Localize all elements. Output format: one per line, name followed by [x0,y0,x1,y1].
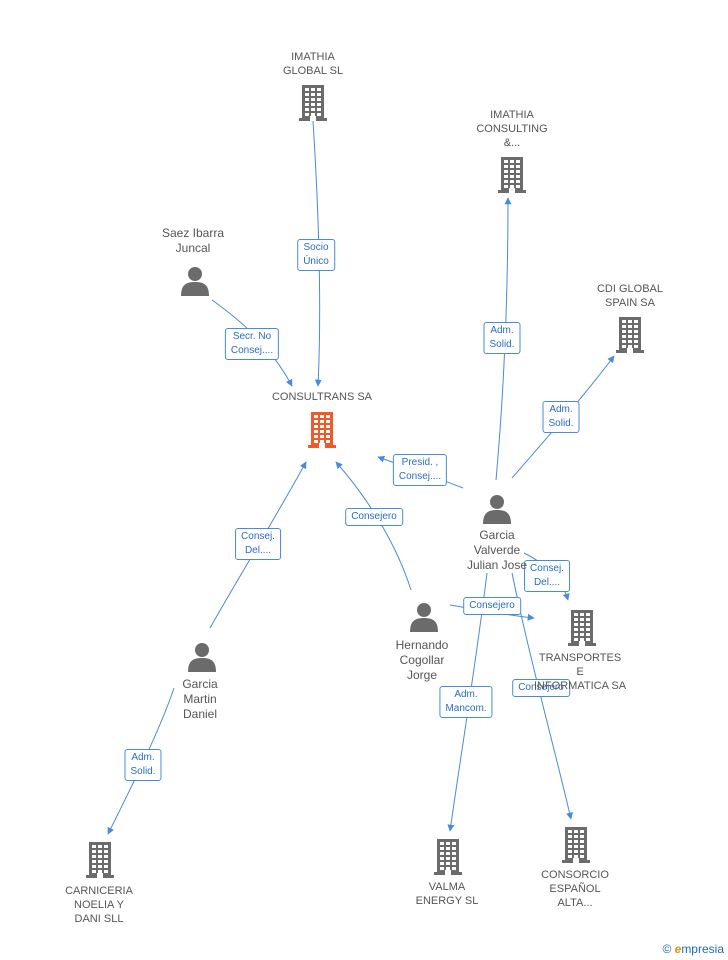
node-label-line: NOELIA Y [74,899,124,911]
building-icon[interactable] [616,317,644,353]
node-label-imathia_global[interactable]: IMATHIA GLOBAL SL [283,50,343,78]
brand-name: mpresia [681,942,724,956]
node-label-line: Garcia [182,677,218,691]
node-label-imathia_consulting[interactable]: IMATHIA CONSULTING &... [476,108,547,150]
edge-label-line: Consej. [241,531,275,542]
node-label-line: Daniel [182,707,218,721]
edge-label-line: Consejero [469,600,515,611]
node-label-line: Julian Jose [466,558,528,572]
node-label-transportes[interactable]: TRANSPORTES E INFORMATICA SA [534,651,626,693]
edge-label-line: Consejero [351,511,397,522]
edge-label-line: Presid. , [401,457,439,468]
edge-label-saez-to-consultrans[interactable]: Secr. No Consej.... [224,328,280,360]
person-icon[interactable] [188,643,216,672]
edge-label-line: Consej. [530,563,564,574]
node-label-line: TRANSPORTES [538,652,622,664]
edge-label-line: Solid. [548,418,574,429]
node-label-line: E [576,666,584,678]
edge-label-line: Adm. [549,404,573,415]
node-label-line: Valverde [473,543,521,557]
edge-label-line: Consej.... [398,471,442,482]
node-label-carniceria[interactable]: CARNICERIA NOELIA Y DANI SLL [65,884,133,926]
edge-label-garcia_valverde-to-imathia_consulting[interactable]: Adm. Solid. [483,322,521,354]
edge-label-line: Socio [303,242,329,253]
building-icon[interactable] [86,842,114,878]
empresia-logo[interactable]: © empresia [662,942,724,956]
edge-label-hernando-to-transportes[interactable]: Consejero [463,597,521,615]
edge-label-line: Consejero [518,682,564,693]
building-icon[interactable] [562,827,590,863]
node-label-consorcio[interactable]: CONSORCIO ESPAÑOL ALTA... [541,868,609,910]
node-label-line: GLOBAL SL [282,65,344,77]
node-label-line: Hernando [395,638,449,652]
edge-label-garcia_valverde-to-valma[interactable]: Adm. Mancom. [439,686,493,718]
building-icon[interactable] [308,412,336,448]
node-label-line: CONSULTING [476,123,548,135]
edge-label-line: Solid. [489,339,515,350]
edge-label-line: Único [303,256,329,267]
edge-label-hernando-to-consultrans[interactable]: Consejero [345,508,403,526]
person-icon[interactable] [181,267,209,296]
node-label-line: DANI SLL [74,913,124,925]
node-label-consultrans[interactable]: CONSULTRANS SA [272,390,372,404]
node-label-line: SPAIN SA [605,297,655,309]
node-label-line: VALMA [428,881,466,893]
node-label-line: ENERGY SL [415,895,479,907]
node-label-line: &... [503,137,521,149]
node-label-line: INFORMATICA SA [533,680,627,692]
node-label-line: CARNICERIA [65,885,133,897]
node-label-line: IMATHIA [490,109,534,121]
edge-label-line: Adm. [490,325,514,336]
person-icon[interactable] [410,603,438,632]
node-label-line: IMATHIA [291,51,335,63]
node-label-line: Juncal [175,241,211,255]
edge-label-garcia_valverde-to-transportes[interactable]: Consej. Del.... [524,560,570,592]
edge-label-garcia_martin-to-consultrans[interactable]: Consej. Del.... [235,528,281,560]
edge-label-line: Mancom. [445,703,487,714]
node-label-line: CONSULTRANS SA [271,391,373,403]
node-label-line: ALTA... [557,897,593,909]
building-icon[interactable] [498,157,526,193]
edge-label-line: Adm. [454,689,478,700]
building-icon[interactable] [568,610,596,646]
node-label-line: Jorge [406,668,438,682]
edge-label-line: Solid. [130,766,156,777]
node-label-line: CDI GLOBAL [596,283,664,295]
node-label-line: Saez Ibarra [161,226,225,240]
brand-initial: e [674,942,682,956]
node-label-line: ESPAÑOL [549,883,601,895]
edge-label-line: Adm. [131,752,155,763]
node-label-line: CONSORCIO [541,869,609,881]
edge-label-garcia_martin-to-carniceria[interactable]: Adm. Solid. [124,749,162,781]
building-icon[interactable] [434,839,462,875]
node-label-line: Cogollar [399,653,445,667]
person-icon[interactable] [483,495,511,524]
copyright-symbol: © [662,942,672,956]
edge-label-garcia_valverde-to-cdi_global[interactable]: Adm. Solid. [542,401,580,433]
edge-label-line: Secr. No [232,331,272,342]
edge-label-garcia_valverde-to-consorcio[interactable]: Consejero [512,679,570,697]
edge-label-garcia_valverde-to-consultrans[interactable]: Presid. , Consej.... [392,454,448,486]
node-label-line: Garcia [479,528,515,542]
node-label-valma[interactable]: VALMA ENERGY SL [416,880,479,908]
building-icon[interactable] [299,85,327,121]
edge-label-line: Del.... [244,545,272,556]
edge-label-line: Consej.... [230,345,274,356]
edge-label-line: Del.... [533,577,561,588]
node-label-cdi_global[interactable]: CDI GLOBAL SPAIN SA [597,282,663,310]
node-label-line: Martin [183,692,217,706]
